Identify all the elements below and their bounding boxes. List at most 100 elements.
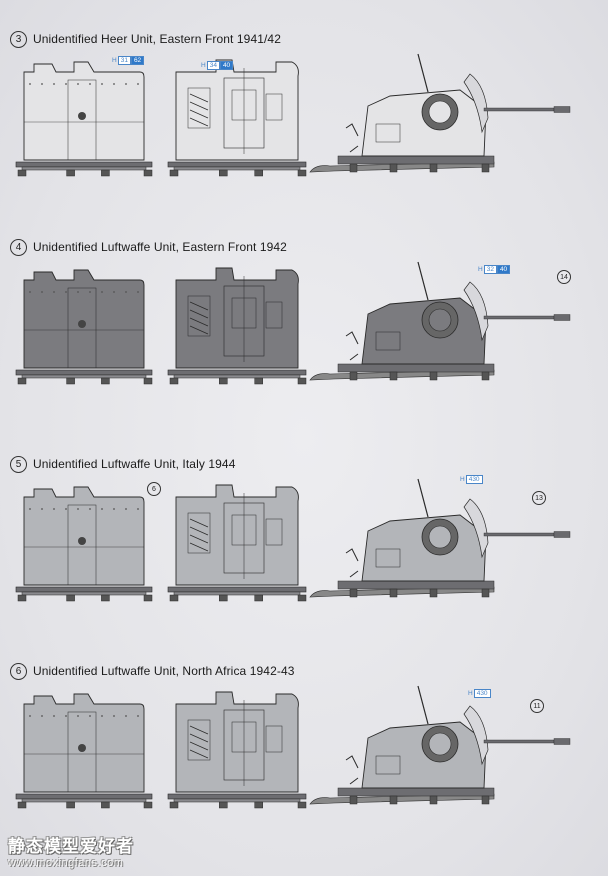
leveling-jack [297,169,307,177]
rivet [137,83,139,85]
platform-beam [337,787,495,797]
scheme-heading: 3 Unidentified Heer Unit, Eastern Front … [10,30,281,48]
leveling-jack [66,594,75,602]
rivet [113,715,115,717]
rivet [125,715,127,717]
loading-handle [417,478,429,518]
shield-rear [175,267,299,369]
gun-views-drawing [15,53,571,177]
loading-handle [417,261,429,301]
gun-views-drawing [15,478,571,602]
decal-callout: 13 [532,491,546,505]
leveling-jack [219,801,228,809]
gun-mount-body [361,89,487,157]
shield-front [23,61,145,161]
rivet [53,715,55,717]
shield-front [23,269,145,369]
leveling-jack [429,795,438,805]
leveling-jack [429,588,438,598]
rivet [125,508,127,510]
rivet [65,83,67,85]
rivet [41,715,43,717]
color-tag: H 430 [460,474,483,484]
gunner-seat [375,123,401,143]
leveling-jack [389,795,398,805]
rivet [89,715,91,717]
scheme-title: Unidentified Heer Unit, Eastern Front 19… [33,32,281,46]
rivet [29,508,31,510]
carriage-beam [173,591,301,596]
watermark-url: www.moxingfans.com [8,857,124,869]
leveling-jack [429,371,438,381]
scheme-number-badge: 6 [10,662,27,680]
ammo-clips [189,301,209,335]
rivet [29,715,31,717]
leveling-jack [481,371,490,381]
leveling-jack [101,594,110,602]
carriage-rail [15,161,153,168]
carriage-rail [167,369,307,376]
scheme-title: Unidentified Luftwaffe Unit, North Afric… [33,664,295,678]
gun-mount-body [361,721,487,789]
scheme-title: Unidentified Luftwaffe Unit, Eastern Fro… [33,240,287,254]
decal-callout: 14 [557,270,571,284]
elevation-hub [428,100,452,124]
ammo-rack [187,512,211,554]
carriage-beam [173,798,301,803]
leveling-jack [143,169,153,177]
rivet [101,83,103,85]
elevation-hub [428,732,452,756]
rivet [41,508,43,510]
leveling-jack [169,377,179,385]
sight-housing [265,93,283,121]
ammo-rack [187,719,211,761]
leveling-jack [169,169,179,177]
shield-center-plate [67,287,97,369]
leveling-jack [169,801,179,809]
shield-center-plate [67,711,97,793]
shield-side [463,281,489,342]
gun-barrel [483,532,555,537]
leveling-jack [17,169,27,177]
flash-hider [553,531,571,538]
rivet [113,508,115,510]
rivet [137,508,139,510]
scheme-heading: 4 Unidentified Luftwaffe Unit, Eastern F… [10,238,287,256]
leveling-jack [101,801,110,809]
sight-housing [265,301,283,329]
scheme-section-5: 5 Unidentified Luftwaffe Unit, Italy 194… [0,455,608,665]
shield-side [463,705,489,766]
barrel-aperture [78,112,86,120]
color-tag: H 430 [468,688,491,698]
rivet [125,291,127,293]
leveling-jack [143,594,153,602]
site-watermark: 静态模型爱好者 www.moxingfans.com [8,832,134,869]
leveling-jack [66,377,75,385]
gun-mount-body [361,297,487,365]
gunner-seat [375,548,401,568]
leveling-jack [66,169,75,177]
rivet [113,291,115,293]
loading-handle [417,685,429,725]
shield-rear [175,484,299,586]
gun-barrel [483,315,555,320]
rivet [53,508,55,510]
rivet [137,291,139,293]
carriage-rail [15,586,153,593]
gun-views [15,261,571,385]
gun-barrel [483,739,555,744]
leveling-jack [254,801,263,809]
leveling-jack [17,594,27,602]
leveling-jack [297,594,307,602]
leveling-jack [17,377,27,385]
leveling-jack [219,169,228,177]
leveling-jack [143,377,153,385]
handwheel [345,123,359,153]
shield-front [23,486,145,586]
leveling-jack [349,588,358,598]
carriage-rail [167,586,307,593]
leveling-jack [101,169,110,177]
shield-rear [175,59,299,161]
shield-side [463,498,489,559]
